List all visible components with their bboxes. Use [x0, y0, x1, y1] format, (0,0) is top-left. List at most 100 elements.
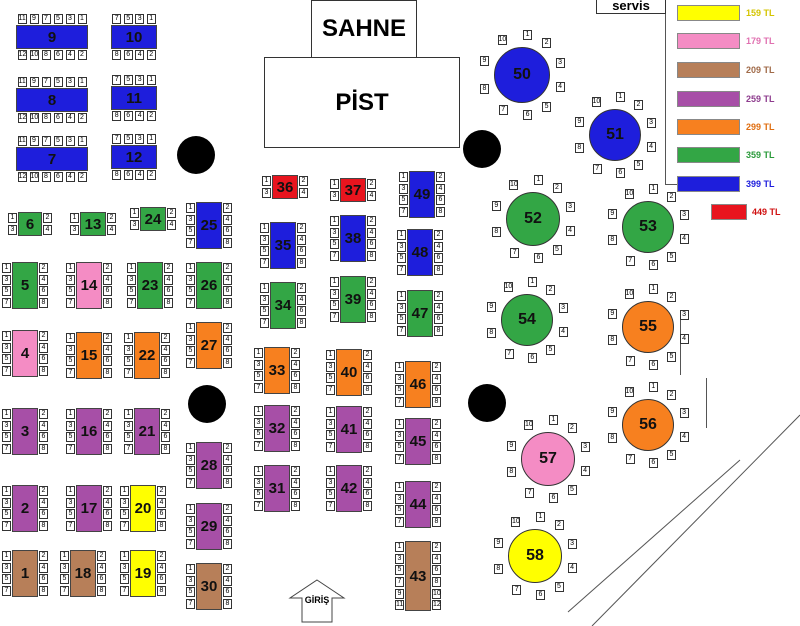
- seat-53-2[interactable]: 2: [666, 192, 676, 203]
- seat-44-3[interactable]: 3: [395, 493, 404, 504]
- seat-23-3[interactable]: 3: [127, 274, 136, 285]
- table-12[interactable]: 12: [111, 145, 157, 169]
- seat-25-7[interactable]: 7: [186, 238, 195, 249]
- seat-12-3[interactable]: 3: [135, 134, 145, 144]
- seat-15-8[interactable]: 8: [103, 368, 112, 379]
- seat-46-6[interactable]: 6: [432, 385, 441, 396]
- seat-5-6[interactable]: 6: [39, 286, 48, 297]
- seat-31-3[interactable]: 3: [254, 477, 263, 488]
- table-26[interactable]: 26: [196, 262, 222, 309]
- seat-27-4[interactable]: 4: [223, 334, 232, 345]
- seat-39-6[interactable]: 6: [367, 300, 376, 311]
- seat-5-5[interactable]: 5: [2, 286, 11, 297]
- seat-26-6[interactable]: 6: [223, 286, 232, 297]
- seat-16-8[interactable]: 8: [103, 444, 112, 455]
- seat-54-4[interactable]: 4: [558, 326, 568, 337]
- table-10[interactable]: 10: [111, 25, 157, 49]
- seat-20-3[interactable]: 3: [120, 497, 129, 508]
- seat-39-5[interactable]: 5: [330, 300, 339, 311]
- table-55[interactable]: 55: [622, 301, 674, 353]
- seat-15-6[interactable]: 6: [103, 356, 112, 367]
- seat-49-1[interactable]: 1: [399, 171, 408, 182]
- seat-45-3[interactable]: 3: [395, 430, 404, 441]
- seat-50-6[interactable]: 6: [523, 109, 533, 120]
- seat-41-6[interactable]: 6: [363, 430, 372, 441]
- seat-37-4[interactable]: 4: [367, 191, 376, 201]
- seat-27-5[interactable]: 5: [186, 346, 195, 357]
- seat-9-3[interactable]: 3: [65, 14, 75, 24]
- seat-41-3[interactable]: 3: [326, 418, 335, 429]
- seat-16-5[interactable]: 5: [66, 432, 75, 443]
- seat-32-4[interactable]: 4: [291, 417, 300, 428]
- seat-16-6[interactable]: 6: [103, 432, 112, 443]
- seat-24-4[interactable]: 4: [167, 220, 176, 230]
- seat-38-4[interactable]: 4: [367, 227, 376, 238]
- seat-26-3[interactable]: 3: [186, 274, 195, 285]
- seat-35-6[interactable]: 6: [297, 246, 306, 257]
- seat-51-1[interactable]: 1: [615, 92, 625, 103]
- table-47[interactable]: 47: [407, 290, 433, 337]
- seat-43-8[interactable]: 8: [432, 576, 441, 587]
- table-32[interactable]: 32: [264, 405, 290, 452]
- seat-42-2[interactable]: 2: [363, 465, 372, 476]
- seat-9-12[interactable]: 12: [17, 50, 27, 60]
- seat-7-3[interactable]: 3: [65, 136, 75, 146]
- seat-28-7[interactable]: 7: [186, 478, 195, 489]
- seat-2-4[interactable]: 4: [39, 497, 48, 508]
- seat-43-4[interactable]: 4: [432, 553, 441, 564]
- seat-54-9[interactable]: 9: [486, 302, 496, 312]
- seat-43-10[interactable]: 10: [432, 588, 441, 599]
- seat-48-1[interactable]: 1: [397, 229, 406, 240]
- seat-54-7[interactable]: 7: [504, 348, 514, 359]
- seat-50-4[interactable]: 4: [555, 82, 565, 93]
- seat-28-3[interactable]: 3: [186, 454, 195, 465]
- seat-2-1[interactable]: 1: [2, 485, 11, 496]
- seat-1-3[interactable]: 3: [2, 562, 11, 573]
- seat-55-1[interactable]: 1: [648, 284, 658, 295]
- seat-14-5[interactable]: 5: [66, 286, 75, 297]
- seat-31-8[interactable]: 8: [291, 501, 300, 512]
- seat-52-3[interactable]: 3: [565, 201, 575, 212]
- seat-58-5[interactable]: 5: [554, 581, 564, 592]
- seat-22-3[interactable]: 3: [124, 344, 133, 355]
- seat-20-6[interactable]: 6: [157, 509, 166, 520]
- seat-48-3[interactable]: 3: [397, 241, 406, 252]
- seat-50-5[interactable]: 5: [542, 101, 552, 112]
- seat-9-11[interactable]: 11: [17, 14, 27, 24]
- seat-25-2[interactable]: 2: [223, 202, 232, 213]
- seat-57-4[interactable]: 4: [580, 466, 590, 477]
- table-28[interactable]: 28: [196, 442, 222, 489]
- seat-40-4[interactable]: 4: [363, 361, 372, 372]
- seat-7-7[interactable]: 7: [41, 136, 51, 146]
- seat-7-9[interactable]: 9: [29, 136, 39, 146]
- table-34[interactable]: 34: [270, 282, 296, 329]
- seat-19-3[interactable]: 3: [120, 562, 129, 573]
- table-6[interactable]: 6: [18, 212, 42, 236]
- table-21[interactable]: 21: [134, 408, 160, 455]
- seat-10-6[interactable]: 6: [123, 50, 133, 60]
- seat-22-5[interactable]: 5: [124, 356, 133, 367]
- seat-3-6[interactable]: 6: [39, 432, 48, 443]
- seat-1-2[interactable]: 2: [39, 550, 48, 561]
- seat-48-8[interactable]: 8: [434, 265, 443, 276]
- seat-49-5[interactable]: 5: [399, 195, 408, 206]
- seat-21-8[interactable]: 8: [161, 444, 170, 455]
- seat-57-2[interactable]: 2: [567, 423, 577, 434]
- seat-56-4[interactable]: 4: [679, 431, 689, 442]
- seat-55-9[interactable]: 9: [607, 309, 617, 319]
- seat-44-2[interactable]: 2: [432, 481, 441, 492]
- seat-2-2[interactable]: 2: [39, 485, 48, 496]
- seat-21-6[interactable]: 6: [161, 432, 170, 443]
- seat-30-6[interactable]: 6: [223, 587, 232, 598]
- seat-27-7[interactable]: 7: [186, 358, 195, 369]
- seat-29-3[interactable]: 3: [186, 515, 195, 526]
- seat-58-1[interactable]: 1: [535, 512, 545, 523]
- seat-26-7[interactable]: 7: [186, 298, 195, 309]
- seat-42-7[interactable]: 7: [326, 501, 335, 512]
- seat-42-1[interactable]: 1: [326, 465, 335, 476]
- seat-27-2[interactable]: 2: [223, 322, 232, 333]
- seat-36-2[interactable]: 2: [299, 176, 308, 186]
- seat-47-6[interactable]: 6: [434, 314, 443, 325]
- seat-46-3[interactable]: 3: [395, 373, 404, 384]
- seat-40-8[interactable]: 8: [363, 385, 372, 396]
